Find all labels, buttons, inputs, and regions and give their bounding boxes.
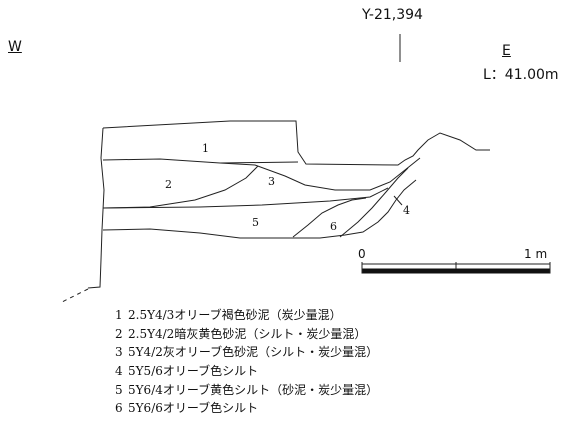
layer-label-1: 1 [202,142,209,155]
boundary-1-2 [102,158,299,164]
section-base [102,179,417,239]
legend-description: 5Y6/6オリーブ色シルト [128,401,259,416]
layer-4-leader [393,195,403,206]
coordinate-label: Y-21,394 [362,7,423,23]
legend-item: 4 5Y5/6オリーブ色シルト [115,362,535,381]
east-label: E [502,43,511,59]
legend-number: 1 [115,308,123,322]
section-left-wall [87,127,105,289]
legend-item: 3 5Y4/2灰オリーブ色砂泥（シルト・炭少量混） [115,343,535,362]
scale-bar [361,262,551,274]
legend-number: 6 [115,401,123,416]
legend-description: 5Y5/6オリーブ色シルト [128,364,259,379]
layer-label-4: 4 [403,204,410,217]
layer-label-6: 6 [330,220,337,233]
legend-number: 5 [115,382,123,397]
legend-description: 5Y6/4オリーブ黄色シルト（砂泥・炭少量混） [128,382,379,397]
legend-description: 2.5Y4/2暗灰黄色砂泥（シルト・炭少量混） [128,326,367,341]
legend-item: 1 2.5Y4/3オリーブ褐色砂泥（炭少量混） [115,306,535,325]
legend-item: 6 5Y6/6オリーブ色シルト [115,399,535,418]
legend-item: 5 5Y6/4オリーブ黄色シルト（砂泥・炭少量混） [115,381,535,400]
legend-number: 3 [115,345,123,360]
legend-number: 2 [115,326,123,341]
legend-number: 4 [115,364,123,379]
boundary-3-5 [102,187,389,209]
section-outline [102,120,490,166]
layer-legend: 1 2.5Y4/3オリーブ褐色砂泥（炭少量混） 2 2.5Y4/2暗灰黄色砂泥（シル… [115,306,535,418]
west-label: W [8,39,22,55]
legend-description: 2.5Y4/3オリーブ褐色砂泥（炭少量混） [128,308,342,322]
layer-label-2: 2 [165,178,172,191]
boundary-5-6 [292,197,367,238]
legend-item: 2 2.5Y4/2暗灰黄色砂泥（シルト・炭少量混） [115,325,535,344]
scale-end-label: 1 m [524,247,548,261]
legend-description: 5Y4/2灰オリーブ色砂泥（シルト・炭少量混） [128,345,379,360]
layer-label-5: 5 [252,216,259,229]
boundary-2-5 [102,165,259,209]
scale-start-label: 0 [358,247,366,261]
boundary-2-3 [219,157,421,191]
layer-label-3: 3 [268,175,275,188]
boundary-6-4 [339,167,409,238]
elevation-label: L：41.00m [483,67,559,83]
ground-dashed-line [59,288,89,304]
